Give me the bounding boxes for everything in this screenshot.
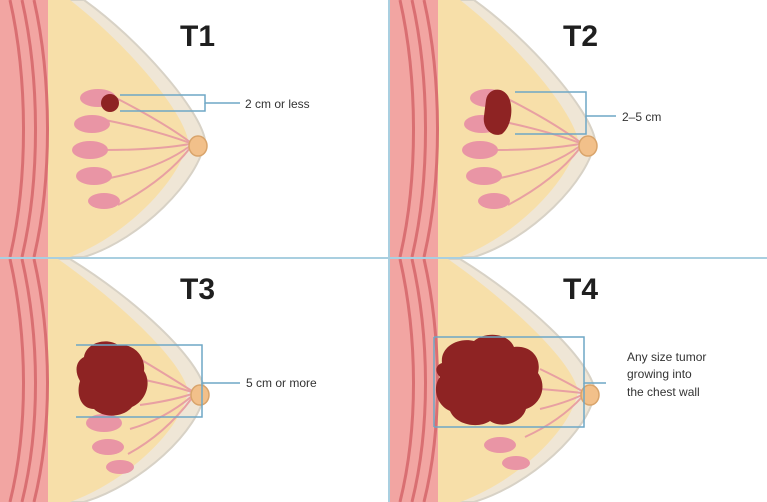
size-label-t3: 5 cm or more: [246, 375, 317, 392]
stage-title-t4: T4: [563, 275, 598, 305]
vertical-divider: [388, 0, 390, 502]
horizontal-divider: [0, 257, 767, 259]
stage-title-t3: T3: [180, 275, 215, 305]
size-label-t2: 2–5 cm: [622, 109, 661, 126]
stage-title-t1: T1: [180, 22, 215, 52]
tumor-t1: [101, 94, 119, 112]
size-label-t1: 2 cm or less: [245, 96, 310, 113]
stage-title-t2: T2: [563, 22, 598, 52]
panel-t4: T4 Any size tumor growing into the chest…: [390, 259, 767, 502]
panel-t1: T1 2 cm or less: [0, 0, 388, 257]
size-label-t4: Any size tumor growing into the chest wa…: [627, 349, 706, 401]
panel-t3: T3 5 cm or more: [0, 259, 388, 502]
panel-t2: T2 2–5 cm: [390, 0, 767, 257]
